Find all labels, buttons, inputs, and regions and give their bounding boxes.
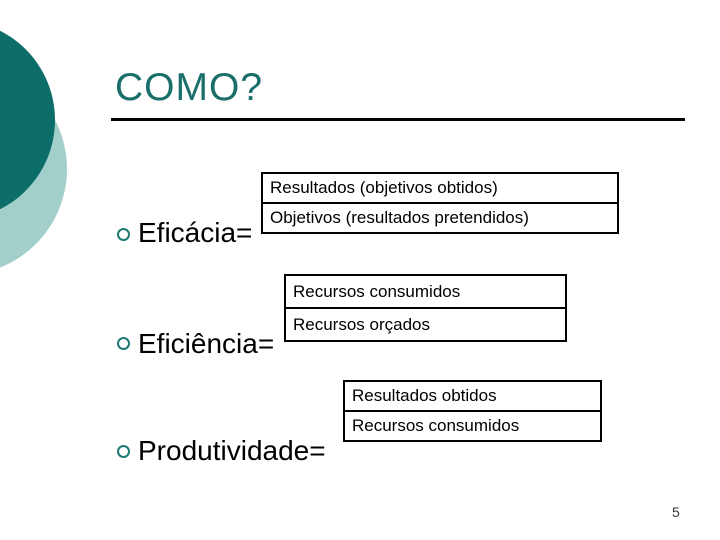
title-underline <box>111 118 685 121</box>
bullet-circle-icon <box>117 228 130 241</box>
fraction-produtividade-denominator: Recursos consumidos <box>345 410 600 440</box>
slide-title: COMO? <box>115 66 264 109</box>
fraction-eficacia: Resultados (objetivos obtidos) Objetivos… <box>261 172 619 234</box>
bullet-circle-icon <box>117 445 130 458</box>
bullet-circle-icon <box>117 337 130 350</box>
fraction-eficacia-denominator: Objetivos (resultados pretendidos) <box>263 202 617 232</box>
item-label-eficacia: Eficácia= <box>138 217 253 248</box>
fraction-produtividade: Resultados obtidos Recursos consumidos <box>343 380 602 442</box>
fraction-eficiencia: Recursos consumidos Recursos orçados <box>284 274 567 342</box>
page-number: 5 <box>672 504 680 520</box>
fraction-produtividade-numerator: Resultados obtidos <box>352 386 497 405</box>
item-label-produtividade: Produtividade= <box>138 435 326 466</box>
item-label-eficiencia: Eficiência= <box>138 328 275 359</box>
fraction-eficacia-numerator: Resultados (objetivos obtidos) <box>270 178 498 197</box>
fraction-eficiencia-denominator: Recursos orçados <box>286 307 565 340</box>
fraction-eficiencia-numerator: Recursos consumidos <box>293 282 461 301</box>
